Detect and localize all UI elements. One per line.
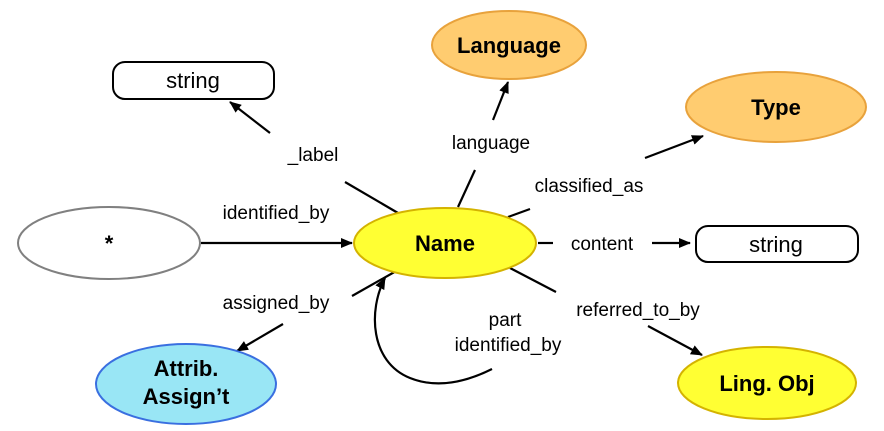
edge-assigned-by-line-lower (236, 323, 284, 352)
edge-label-line-lower (344, 181, 399, 214)
node-string-right: string (695, 225, 859, 263)
edge-language-line-lower (457, 169, 476, 208)
edge-language-text: language (452, 133, 530, 154)
node-string-right-label: string (749, 232, 803, 257)
edge-label-text: _label (287, 145, 339, 166)
edge-referred-to-by-line-upper (509, 267, 557, 293)
nodes: Language Type string string * Name (17, 10, 867, 425)
node-language: Language (431, 10, 587, 80)
edge-classified-as-line-lower (507, 207, 531, 219)
edge-label-line-upper (229, 101, 271, 134)
edge-language-line-upper (491, 81, 510, 121)
node-star-label: * (105, 231, 114, 256)
node-string-top-label: string (166, 68, 220, 93)
edge-assigned-by-line-upper (351, 269, 399, 297)
edge-classified-as-text: classified_as (535, 176, 644, 197)
edges (201, 81, 704, 385)
edge-assigned-by-text: assigned_by (223, 293, 330, 314)
edge-content-text: content (571, 234, 634, 255)
edge-part-identified-by-text: identified_by (455, 335, 562, 356)
node-attrib-assignment: Attrib. Assign’t (95, 343, 277, 425)
node-star: * (17, 206, 201, 280)
node-name: Name (353, 207, 537, 279)
edge-classified-as-line-upper (644, 134, 704, 160)
node-attrib-label-line2: Assign’t (143, 384, 230, 409)
node-ling-obj-label: Ling. Obj (719, 371, 814, 396)
node-language-label: Language (457, 33, 561, 58)
node-ling-obj: Ling. Obj (677, 346, 857, 420)
node-name-label: Name (415, 231, 475, 256)
edge-part-text: part (489, 310, 522, 331)
node-attrib-label-line1: Attrib. (154, 356, 219, 381)
node-string-top: string (112, 61, 275, 100)
edge-referred-to-by-text: referred_to_by (576, 300, 700, 321)
node-type-label: Type (751, 95, 801, 120)
edge-part-identified-by-loop (373, 277, 493, 385)
edge-referred-to-by-line-lower (647, 325, 703, 356)
edge-identified-by-text: identified_by (223, 203, 330, 224)
edge-labels: _label language classified_as identified… (223, 133, 701, 356)
node-type: Type (685, 71, 867, 143)
